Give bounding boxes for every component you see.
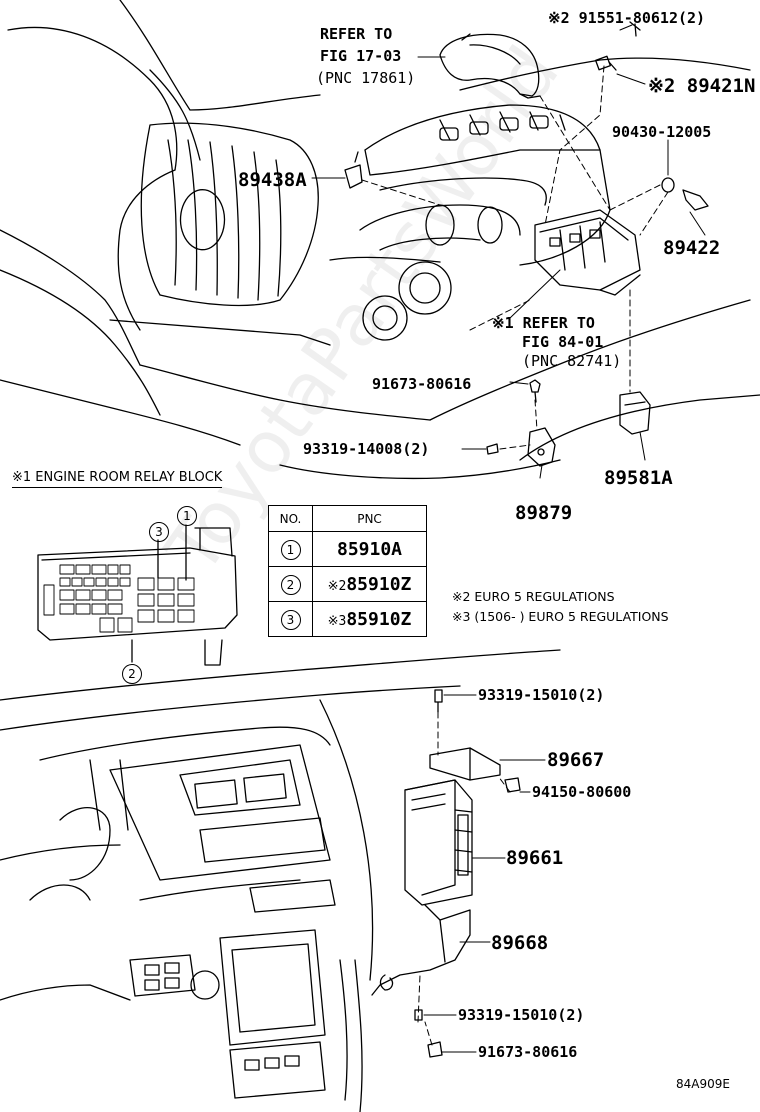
part-label-89879[interactable]: 89879 [515, 502, 573, 524]
pnc-table: NO. PNC 1 85910A 2 ※285910Z 3 ※385910Z [268, 505, 427, 637]
part-label-89667[interactable]: 89667 [547, 749, 605, 771]
note-euro5: ※2 EURO 5 REGULATIONS [452, 589, 615, 604]
table-row: 1 85910A [268, 531, 427, 567]
part-label-90430-12005[interactable]: 90430-12005 [612, 123, 712, 141]
part-label-93319-15010-lower[interactable]: 93319-15010(2) [458, 1006, 585, 1024]
refer-fig-17-03-line1: REFER TO [320, 25, 393, 43]
ecu-module [371, 689, 521, 1058]
small-parts-top [344, 21, 709, 467]
leader-lines-bottom [423, 694, 546, 1053]
part-label-89581A[interactable]: 89581A [604, 467, 673, 489]
part-label-94150-80600[interactable]: 94150-80600 [532, 783, 632, 801]
part-label-89668[interactable]: 89668 [491, 932, 549, 954]
legend-relay-block: ※1 ENGINE ROOM RELAY BLOCK [12, 470, 223, 488]
part-label-89438A[interactable]: 89438A [238, 169, 307, 191]
engine-block [359, 104, 611, 266]
part-label-91673-80616-bottom[interactable]: 91673-80616 [478, 1043, 578, 1061]
note-euro5-1506: ※3 (1506- ) EURO 5 REGULATIONS [452, 609, 669, 624]
dashed-guides-top [361, 65, 669, 450]
refer-fig-17-03-line2: FIG 17-03 [320, 47, 402, 65]
refer-fig-84-01-line1: ※1 REFER TO [492, 314, 595, 332]
refer-fig-84-01-line3: (PNC 82741) [522, 352, 622, 370]
row-prefix: ※2 [327, 578, 347, 594]
pnc-table-header: NO. PNC [268, 505, 427, 532]
leader-lines-top [311, 24, 706, 479]
part-label-89422[interactable]: 89422 [663, 237, 721, 259]
row-number: 1 [280, 539, 301, 560]
vehicle-front-outline [0, 0, 760, 480]
part-label-91673-80616-top[interactable]: 91673-80616 [372, 375, 472, 393]
part-label-93319-15010-upper[interactable]: 93319-15010(2) [478, 686, 605, 704]
part-label-93319-14008[interactable]: 93319-14008(2) [303, 440, 430, 458]
refer-fig-17-03-line3: (PNC 17861) [316, 69, 416, 87]
header-pnc: PNC [312, 505, 427, 532]
dashed-guides-bottom [417, 711, 511, 1046]
figure-code: 84A909E [676, 1077, 730, 1091]
row-number: 2 [280, 574, 301, 595]
part-label-91551-80612[interactable]: ※2 91551-80612(2) [548, 9, 706, 27]
row-pnc[interactable]: 85910Z [346, 573, 412, 595]
callout-2: 2 [122, 664, 142, 684]
air-duct [439, 33, 541, 99]
table-row: 2 ※285910Z [268, 566, 427, 602]
part-label-89661[interactable]: 89661 [506, 847, 564, 869]
row-number: 3 [280, 609, 301, 630]
relay-block-inset [37, 524, 238, 666]
dashboard-drawing [0, 649, 561, 1112]
refer-fig-84-01-line2: FIG 84-01 [522, 333, 604, 351]
header-no: NO. [268, 505, 313, 532]
table-row: 3 ※385910Z [268, 601, 427, 637]
row-prefix: ※3 [327, 613, 347, 629]
grille-drawing [140, 122, 319, 307]
row-pnc[interactable]: 85910Z [346, 608, 412, 630]
row-pnc[interactable]: 85910A [336, 538, 403, 560]
callout-1: 1 [177, 506, 197, 526]
headlights [109, 256, 452, 346]
relay-block-engine [534, 209, 641, 296]
callout-3: 3 [149, 522, 169, 542]
part-label-89421N[interactable]: ※2 89421N [648, 75, 756, 97]
